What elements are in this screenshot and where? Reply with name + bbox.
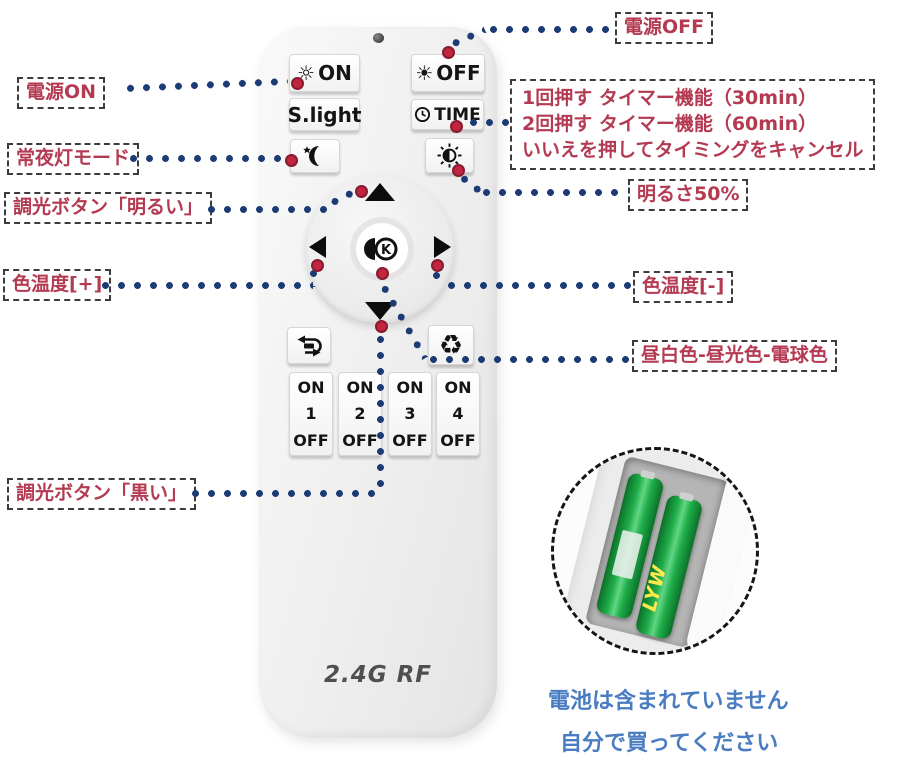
channel-1-button[interactable]: ON 1 OFF (289, 372, 333, 456)
channel-on-label: ON (297, 378, 325, 398)
dotted-connector-brightness (482, 188, 626, 197)
pointer-dot-brightness (452, 164, 465, 177)
color-modes-annotation: 昼白色-昼光色-電球色 (632, 340, 837, 372)
dotted-connector-ct-minus-v (432, 271, 441, 287)
light-off-button[interactable]: ☀ OFF (411, 54, 485, 92)
dotted-connector-ct-minus (447, 281, 631, 290)
pointer-dot-night-mode (285, 154, 298, 167)
pointer-dot-arrow-up (355, 185, 368, 198)
scene-light-label: S.light (287, 102, 362, 127)
recycle-icon: ♻ (438, 329, 464, 361)
channel-on-label: ON (396, 378, 424, 398)
battery-note-line-2: 自分で買ってください (560, 731, 779, 756)
pointer-dot-timer (450, 120, 463, 133)
channel-number: 3 (404, 404, 416, 424)
dotted-connector-ct-plus-v (309, 269, 318, 287)
channel-4-button[interactable]: ON 4 OFF (436, 372, 480, 456)
dotted-connector-dim-dark (191, 489, 377, 498)
light-on-label: ON (318, 61, 352, 85)
power-on-annotation: 電源ON (17, 77, 106, 109)
arrow-down-button[interactable] (365, 302, 395, 320)
dotted-connector-power-off (489, 25, 613, 34)
arrow-right-button[interactable] (434, 236, 451, 258)
brand-text: 2.4G RF (323, 662, 433, 688)
dotted-connector-night-mode (129, 154, 284, 163)
clock-icon (414, 106, 431, 123)
battery-compartment-inset: LYW (551, 447, 759, 655)
night-light-button[interactable] (290, 139, 340, 173)
pointer-dot-power-on (291, 77, 304, 90)
half-sun-icon (437, 143, 462, 168)
battery-note-line-1: 電池は含まれていません (548, 689, 789, 714)
channel-2-button[interactable]: ON 2 OFF (338, 372, 382, 456)
color-temp-minus-annotation: 色温度[-] (633, 271, 734, 303)
night-mode-annotation: 常夜灯モード (7, 143, 140, 175)
channel-on-label: ON (444, 378, 472, 398)
timer-button[interactable]: TIME (411, 99, 484, 130)
dim-bright-annotation: 調光ボタン「明るい」 (4, 192, 213, 224)
light-off-label: OFF (436, 61, 481, 85)
battery-label-strip (611, 529, 644, 580)
dotted-connector-color-modes (429, 355, 630, 364)
brightness-50-button[interactable] (425, 138, 474, 173)
arrow-up-button[interactable] (365, 183, 395, 201)
cycle-icon (294, 335, 324, 357)
sun-filled-icon: ☀ (415, 61, 434, 85)
pointer-dot-arrow-down (375, 320, 388, 333)
rgb-cycle-button[interactable] (287, 327, 331, 364)
power-off-annotation: 電源OFF (615, 12, 714, 44)
brightness-50-annotation: 明るさ50% (628, 179, 749, 211)
timer-line-2: 2回押す タイマー機能（60min） (522, 113, 818, 136)
dotted-connector-ct-plus (101, 281, 313, 290)
channel-number: 4 (452, 404, 464, 424)
dotted-connector-dim-bright (207, 205, 333, 214)
channel-off-label: OFF (392, 430, 428, 450)
channel-off-label: OFF (342, 430, 378, 450)
dotted-connector-timer (469, 118, 509, 127)
kelvin-icon: K (362, 236, 402, 262)
channel-number: 2 (354, 404, 366, 424)
timer-line-3: いいえを押してタイミングをキャンセル (522, 139, 864, 162)
channel-on-label: ON (346, 378, 374, 398)
channel-off-label: OFF (440, 430, 476, 450)
dotted-connector-dim-dark-v (376, 335, 385, 491)
color-temp-plus-annotation: 色温度[+] (3, 269, 112, 301)
arrow-left-button[interactable] (309, 236, 326, 258)
scene-light-button[interactable]: S.light (287, 98, 362, 131)
led-indicator (373, 33, 384, 43)
channel-number: 1 (305, 404, 317, 424)
moon-star-icon (301, 144, 329, 168)
pointer-dot-arrow-right (431, 259, 444, 272)
svg-text:K: K (381, 243, 392, 258)
pointer-dot-arrow-left (311, 259, 324, 272)
pointer-dot-power-off (442, 46, 455, 59)
timer-line-1: 1回押す タイマー機能（30min） (522, 87, 818, 109)
dim-dark-annotation: 調光ボタン「黒い」 (7, 478, 197, 510)
channel-off-label: OFF (293, 430, 329, 450)
color-temp-k-button[interactable]: K (356, 223, 408, 275)
pointer-dot-center-key (376, 267, 389, 280)
timer-annotation: 1回押す タイマー機能（30min） 2回押す タイマー機能（60min） いい… (510, 79, 876, 170)
channel-3-button[interactable]: ON 3 OFF (388, 372, 432, 456)
